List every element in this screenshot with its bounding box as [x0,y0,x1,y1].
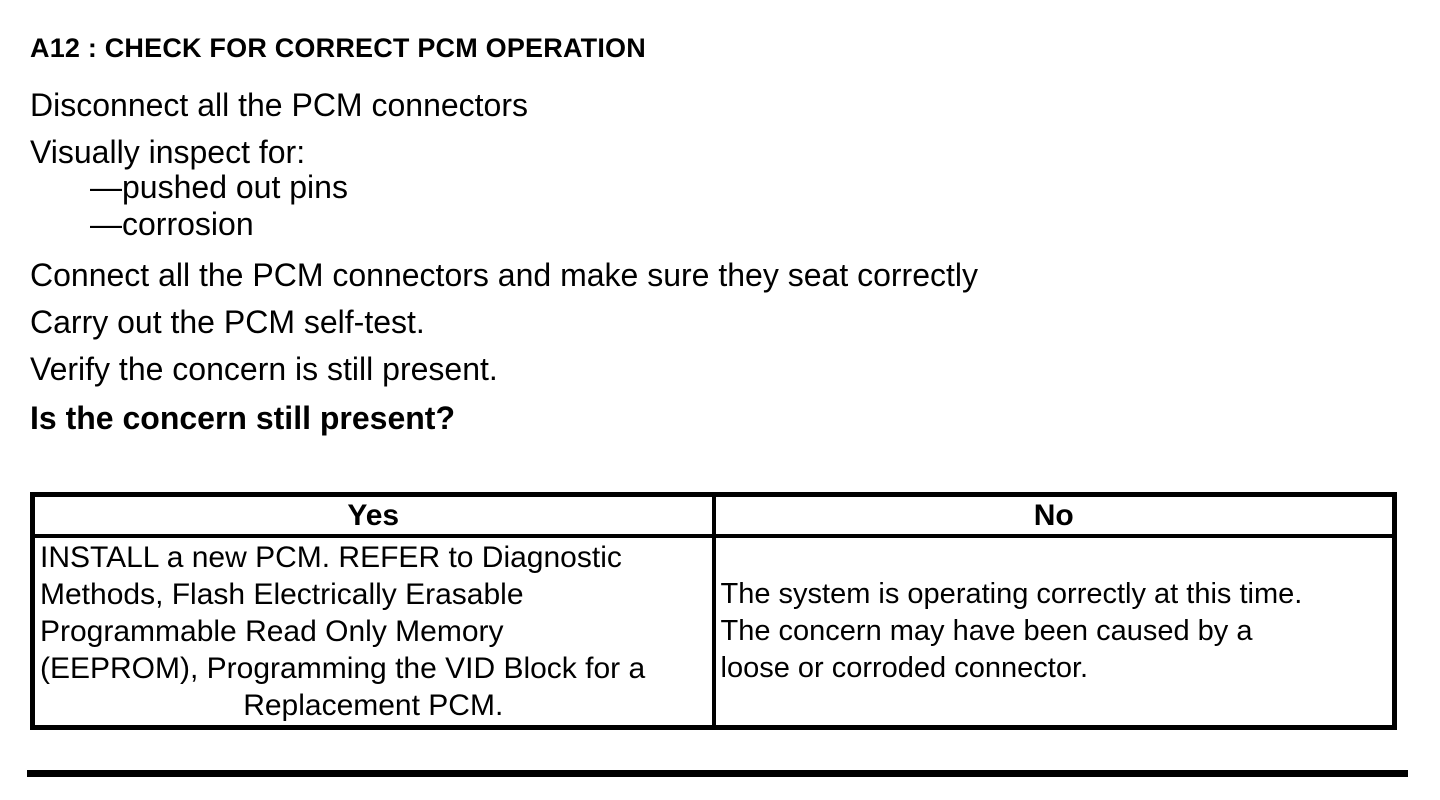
yes-action-line: Replacement PCM. [243,689,504,722]
no-action-line: loose or corroded connector. [720,652,1089,684]
no-action-line: The system is operating correctly at thi… [720,578,1303,610]
no-column-header: No [711,492,1397,538]
inspect-item-corrosion: —corrosion [90,206,254,242]
yes-action-line: Methods, Flash Electrically Erasable [40,578,524,611]
decision-question: Is the concern still present? [30,400,455,436]
no-action-line: The concern may have been caused by a [720,615,1253,647]
step-heading: A12 : CHECK FOR CORRECT PCM OPERATION [30,33,646,63]
no-action-cell: The system is operating correctly at thi… [711,534,1397,730]
instruction-self-test: Carry out the PCM self-test. [30,304,425,340]
yes-action-line: (EEPROM), Programming the VID Block for … [40,652,646,685]
decision-table-header: Yes No [30,492,1397,538]
yes-action-line: INSTALL a new PCM. REFER to Diagnostic [40,541,622,574]
decision-table-row: INSTALL a new PCM. REFER to Diagnostic M… [30,534,1397,730]
decision-table: Yes No INSTALL a new PCM. REFER to Diagn… [30,492,1397,730]
horizontal-rule [27,770,1408,777]
instruction-connect: Connect all the PCM connectors and make … [30,257,978,293]
instruction-disconnect: Disconnect all the PCM connectors [30,87,528,123]
yes-column-header: Yes [30,492,716,538]
instruction-inspect-intro: Visually inspect for: [30,134,306,170]
instruction-verify: Verify the concern is still present. [30,351,498,387]
yes-action-line: Programmable Read Only Memory [40,615,504,648]
yes-action-cell: INSTALL a new PCM. REFER to Diagnostic M… [30,534,716,730]
inspect-item-pushed-pins: —pushed out pins [90,169,348,205]
